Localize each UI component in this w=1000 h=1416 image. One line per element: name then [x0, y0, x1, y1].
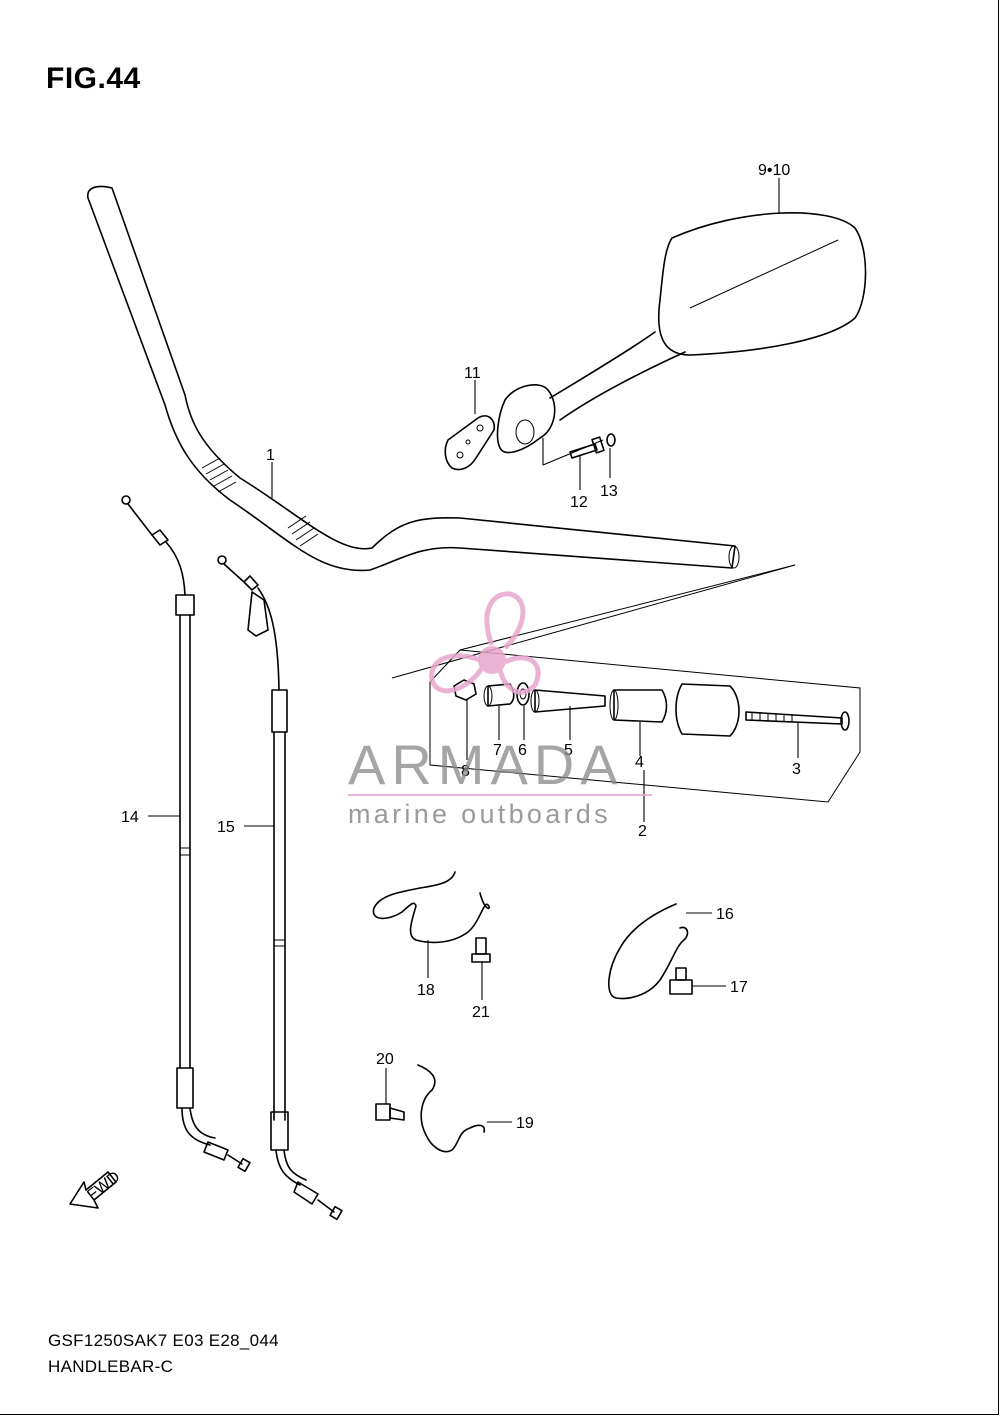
collar-7-part[interactable] [483, 683, 515, 707]
figure-title: FIG.44 [46, 62, 141, 95]
clamp-19-part[interactable] [417, 1064, 486, 1153]
propeller-logo-icon [429, 591, 541, 695]
callout-19: 19 [516, 1115, 534, 1132]
bolt-17-part[interactable] [669, 967, 693, 995]
throttle-cable-14-part[interactable] [121, 495, 251, 1173]
callout-1: 1 [266, 447, 275, 464]
callout-13: 13 [600, 483, 618, 500]
watermark-brand: ARMADA [348, 733, 624, 796]
clamp-18-part[interactable] [372, 871, 490, 944]
shaft-5-part[interactable] [530, 689, 606, 713]
handlebar-part[interactable] [87, 185, 740, 572]
callout-9-10: 9•10 [758, 162, 790, 179]
leader-lines [148, 178, 799, 1123]
callout-3: 3 [792, 761, 801, 778]
washer-13-part[interactable] [606, 433, 616, 447]
mirror-part[interactable] [496, 212, 867, 466]
callout-11: 11 [464, 365, 481, 382]
screw-12-part[interactable] [569, 436, 605, 459]
callout-15: 15 [217, 819, 235, 836]
callout-18: 18 [417, 982, 435, 999]
callout-5: 5 [564, 742, 573, 759]
callout-14: 14 [121, 809, 139, 826]
watermark-tagline: marine outboards [348, 799, 611, 829]
callout-2: 2 [638, 823, 647, 840]
watermark: ARMADA marine outboards [348, 591, 652, 829]
bolt-20-part[interactable] [375, 1103, 405, 1121]
callout-16: 16 [716, 906, 734, 923]
callout-8: 8 [461, 763, 470, 780]
callout-4: 4 [635, 754, 644, 771]
nut-8-part[interactable] [453, 679, 477, 701]
mirror-plate-part[interactable] [444, 415, 496, 471]
weight-2-part[interactable] [675, 683, 740, 737]
fwd-label: FWD [84, 1168, 123, 1204]
diagram-name: HANDLEBAR-C [48, 1357, 174, 1376]
screw-3-part[interactable] [745, 711, 850, 731]
clamp-16-part[interactable] [608, 903, 689, 1000]
callout-20: 20 [376, 1051, 394, 1068]
fwd-arrow-icon: FWD [69, 1168, 123, 1209]
callout-6: 6 [518, 742, 527, 759]
throttle-cable-15-part[interactable] [217, 555, 343, 1221]
propeller-hub-icon [478, 646, 506, 674]
callout-17: 17 [730, 979, 748, 996]
bolt-21-part[interactable] [471, 937, 491, 963]
damper-4-part[interactable] [609, 689, 668, 723]
callout-12: 12 [570, 494, 588, 511]
callout-7: 7 [493, 742, 502, 759]
callout-21: 21 [472, 1004, 490, 1021]
model-code: GSF1250SAK7 E03 E28_044 [48, 1331, 279, 1350]
